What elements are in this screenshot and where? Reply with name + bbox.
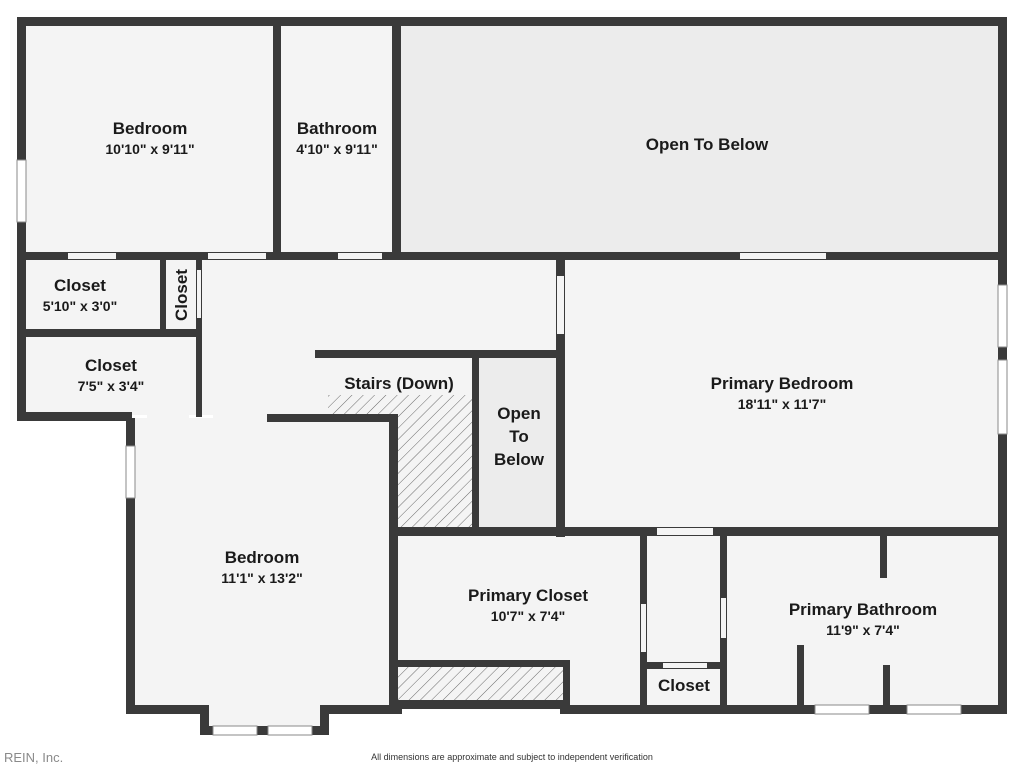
room-name-open-to-below-mid-2: To [509,427,529,446]
room-name-closet-small: Closet [658,676,710,695]
room-dims-closet-1: 5'10" x 3'0" [43,298,117,314]
room-dims-bedroom-bottom: 11'1" x 13'2" [221,570,302,586]
room-labels: Bedroom 10'10" x 9'11" Bathroom 4'10" x … [43,119,937,695]
windows [16,159,1008,736]
room-name-primary-bedroom: Primary Bedroom [711,374,854,393]
closet-shelf-hatch [398,667,564,703]
doorway [740,253,826,259]
room-dims-bathroom: 4'10" x 9'11" [296,141,377,157]
closet-2-floor [22,335,202,415]
window [906,704,962,715]
wall [398,660,570,667]
wall [880,533,887,578]
stairs-hatch-upper [328,395,474,418]
doorway [68,253,116,259]
room-dims-closet-2: 7'5" x 3'4" [78,378,145,394]
doorway [557,276,564,334]
wall [392,22,401,260]
closet-vertical-floor [165,260,200,332]
window [997,359,1008,435]
room-dims-primary-bathroom: 11'9" x 7'4" [826,622,900,638]
doorway [663,663,707,668]
disclaimer-text: All dimensions are approximate and subje… [371,752,653,762]
wall [200,705,209,735]
wall [17,329,202,337]
bedroom-top-floor [22,22,277,257]
room-name-bedroom-top: Bedroom [113,119,188,138]
room-name-closet-2: Closet [85,356,137,375]
doorway [147,413,189,419]
room-floors [22,22,1002,730]
closet-small-floor [645,533,725,705]
room-name-closet-1: Closet [54,276,106,295]
room-name-open-to-below-top: Open To Below [646,135,769,154]
room-name-bedroom-bottom: Bedroom [225,548,300,567]
window [267,725,313,736]
window [125,445,136,499]
wall [160,257,166,335]
room-name-open-to-below-mid-3: Below [494,450,545,469]
wall [200,726,328,735]
room-name-bathroom: Bathroom [297,119,377,138]
doorway [213,413,267,419]
room-name-closet-vertical: Closet [172,269,191,321]
wall [315,350,563,358]
wall [389,414,398,710]
wall [556,257,565,537]
bathroom-floor [280,22,398,257]
wall [883,665,890,708]
wall [273,22,281,260]
window [997,284,1008,348]
wall [320,705,402,714]
window [212,725,258,736]
primary-bedroom-floor [562,260,1002,530]
doorway [208,253,266,259]
brand-watermark: REIN, Inc. [4,750,64,765]
doorway [197,270,201,318]
room-dims-primary-bedroom: 18'11" x 11'7" [738,396,826,412]
doorway [721,598,726,638]
doorway [641,604,646,652]
wall [267,414,398,422]
open-to-below-top-floor [398,22,1002,257]
wall [320,705,329,735]
room-dims-bedroom-top: 10'10" x 9'11" [105,141,194,157]
room-name-primary-bathroom: Primary Bathroom [789,600,937,619]
stairs-hatch-lower [398,418,474,530]
room-name-stairs: Stairs (Down) [344,374,454,393]
open-to-below-mid-floor [478,356,560,530]
window [814,704,870,715]
doorway [657,528,713,535]
bedroom-bottom-floor [132,418,394,708]
wall [560,705,1007,714]
wall [563,660,570,705]
room-name-primary-closet: Primary Closet [468,586,588,605]
room-dims-primary-closet: 10'7" x 7'4" [491,608,565,624]
wall [17,252,1007,260]
wall [394,700,566,709]
primary-bathroom-floor [725,533,1002,705]
door-openings [68,253,826,668]
room-name-open-to-below-mid-1: Open [497,404,540,423]
wall [17,17,1007,26]
wall [797,645,804,708]
doorway [338,253,382,259]
wall [472,356,479,534]
wall [126,418,135,714]
wall [126,705,208,714]
window [16,159,27,223]
closet-1-floor [22,260,162,332]
wall [17,412,132,421]
